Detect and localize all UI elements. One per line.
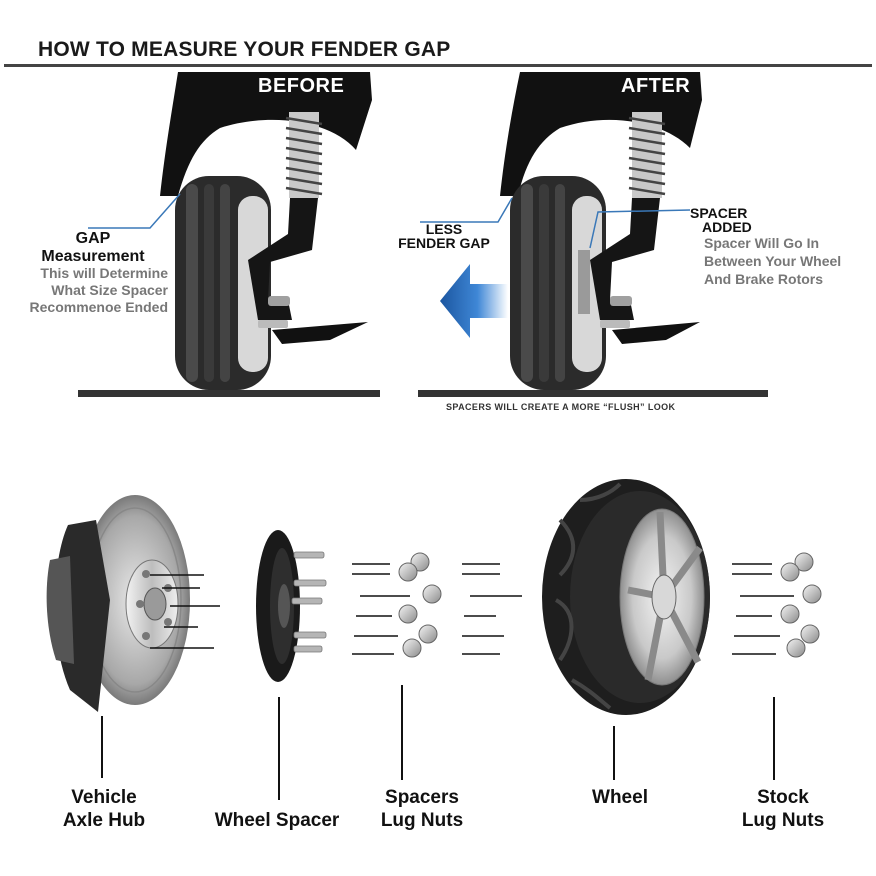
wheel-label: Wheel — [592, 787, 648, 808]
fender-icon — [500, 72, 702, 196]
spacer-added-line2: ADDED — [702, 219, 752, 235]
title-divider — [4, 64, 872, 67]
gap-desc-line3: Recommenoe Ended — [29, 299, 168, 315]
gap-label-line2: Measurement — [41, 248, 145, 265]
arrow-left-icon — [440, 264, 508, 338]
spacer-description: Spacer Will Go In Between Your Wheel And… — [704, 234, 841, 288]
spacer-lug-nuts-label: Spacers Lug Nuts — [337, 786, 507, 832]
spacer-block — [578, 250, 590, 314]
after-tag: AFTER — [621, 75, 691, 97]
stock-nuts-line1: Stock — [757, 787, 809, 808]
label-leader-lines — [101, 685, 775, 800]
gap-label-line1: GAP — [75, 230, 111, 247]
after-illustration — [418, 72, 768, 397]
tire-icon — [510, 176, 606, 390]
gap-desc-line2: What Size Spacer — [51, 282, 168, 298]
wheel-icon — [542, 479, 710, 715]
wheel-spacer-icon — [256, 530, 327, 682]
hub-stud-lines — [150, 574, 220, 649]
brake-rotor-icon — [46, 495, 190, 712]
stock-nut-lines — [732, 563, 794, 655]
page-title: HOW TO MEASURE YOUR FENDER GAP — [38, 38, 451, 61]
suspension-spring-icon — [285, 112, 323, 198]
spacer-nuts-line1: Spacers — [385, 787, 459, 808]
gap-desc-line1: This will Determine — [40, 265, 168, 281]
tire-icon — [175, 176, 271, 390]
spacer-added-line1: SPACER — [690, 205, 748, 221]
less-gap-line2: FENDER GAP — [398, 235, 490, 251]
spacer-desc-line1: Spacer Will Go In — [704, 235, 820, 251]
axle-hub-line2: Axle Hub — [62, 810, 146, 831]
spacer-desc-line2: Between Your Wheel — [704, 253, 842, 269]
gap-description: This will Determine What Size Spacer Rec… — [6, 265, 168, 316]
lug-nut-icon — [398, 552, 442, 658]
axle-hub-label: Vehicle Axle Hub — [19, 786, 189, 832]
spacer-desc-line3: And Brake Rotors — [704, 271, 824, 287]
suspension-spring-icon — [628, 112, 666, 198]
before-tag: BEFORE — [258, 75, 345, 97]
gap-label: GAP Measurement — [18, 230, 168, 266]
flush-caption: SPACERS WILL CREATE A MORE “FLUSH” LOOK — [446, 402, 676, 412]
lug-nut-icon — [780, 552, 822, 658]
wheel-spacer-label: Wheel Spacer — [214, 810, 340, 831]
spacer-nuts-line2: Lug Nuts — [380, 810, 464, 831]
spacer-nut-lines — [352, 563, 522, 655]
before-illustration — [78, 72, 380, 397]
stock-nuts-line2: Lug Nuts — [741, 810, 825, 831]
axle-hub-line1: Vehicle — [71, 787, 137, 808]
less-fender-gap-label: LESS FENDER GAP — [388, 222, 500, 250]
fender-icon — [160, 72, 372, 196]
spacer-added-label: SPACER ADDED — [690, 206, 752, 234]
less-gap-line1: LESS — [425, 221, 463, 237]
stock-lug-nuts-label: Stock Lug Nuts — [698, 786, 868, 832]
